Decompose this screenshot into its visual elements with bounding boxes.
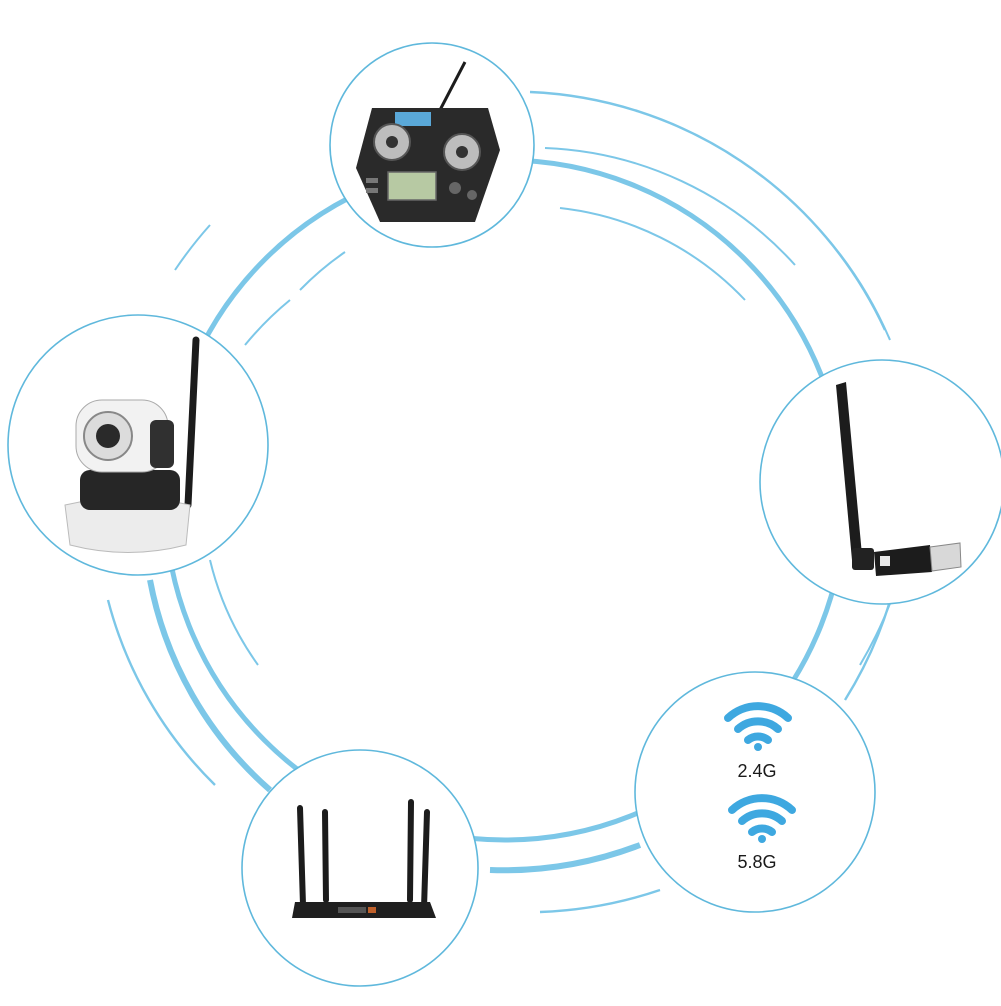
ip-camera-icon [64, 336, 200, 553]
node-circle [241, 749, 479, 987]
outer-ring-arc-right-2 [819, 229, 891, 341]
node-usb-wifi-adapter [759, 359, 1001, 605]
band-label-58g: 5.8G [737, 852, 776, 872]
outer-ring-arc-bottom [539, 888, 661, 914]
antenna-icon [322, 809, 329, 903]
node-rc-transmitter [329, 42, 535, 248]
inner-ring-arc-top [544, 147, 796, 266]
inner-ring-arc-upper-left-2 [244, 299, 291, 346]
inner-ring-arc-upper-left [299, 251, 346, 291]
inner-ring-arc-left [209, 559, 259, 666]
band-label-24g: 2.4G [737, 761, 776, 781]
accent-arc-lower-left [147, 579, 272, 793]
antenna-icon [421, 809, 430, 911]
usb-plug-icon [929, 542, 962, 572]
inner-ring-arc-top-2 [559, 207, 746, 301]
node-wifi-router [241, 749, 479, 987]
accent-arc-bottom [489, 842, 642, 874]
wifi-icon [728, 794, 796, 843]
outer-ring-arc-upper-left [174, 224, 211, 271]
antenna-icon [836, 382, 862, 560]
rc-transmitter-icon [356, 61, 500, 222]
node-circle [634, 671, 876, 913]
wifi-icon [724, 702, 792, 751]
wifi-router-icon [292, 799, 436, 918]
antenna-icon [407, 799, 414, 903]
outer-ring-arc-left [106, 599, 216, 786]
node-ip-camera [7, 314, 269, 576]
antenna-icon [297, 805, 306, 908]
usb-wifi-adapter-icon [836, 382, 962, 576]
node-wifi-bands: 2.4G 5.8G [634, 671, 876, 913]
node-circle [759, 359, 1001, 605]
